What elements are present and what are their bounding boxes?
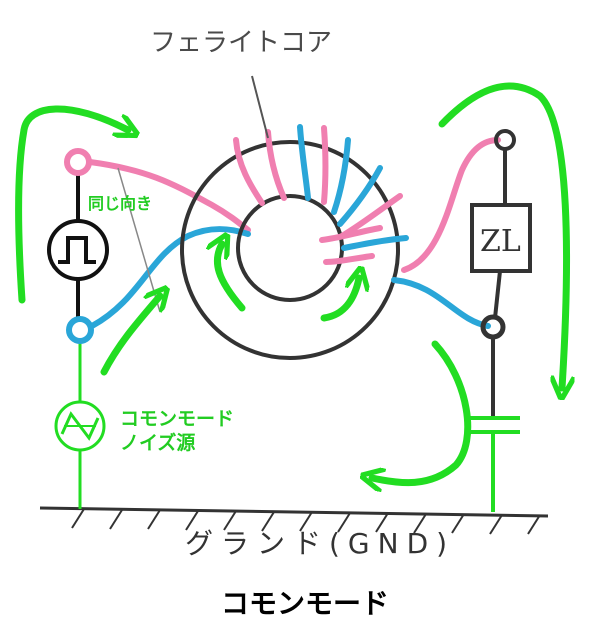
noise-source-label-line1: コモンモード <box>120 408 235 430</box>
ground-icon <box>39 506 549 535</box>
same-direction-guide <box>117 167 161 313</box>
noise-source-label-line2: ノイズ源 <box>120 432 196 454</box>
source-terminal-pink <box>64 148 92 176</box>
signal-wire-in <box>87 159 251 233</box>
common-mode-arrows <box>15 82 567 483</box>
same-direction-label: 同じ向き <box>88 194 153 213</box>
ferrite-core <box>180 140 400 360</box>
figure-caption: コモンモード <box>220 587 389 620</box>
ground-label: グランド(GND) <box>185 527 456 560</box>
signal-wire-out <box>401 137 501 273</box>
load-branch <box>470 129 532 418</box>
core-pointer <box>251 75 269 139</box>
load-label: ZL <box>480 224 521 259</box>
capacitor-icon <box>466 416 520 512</box>
source-terminal-blue <box>66 316 94 344</box>
ferrite-core-label: フェライトコア <box>150 28 333 58</box>
return-wire-out <box>391 277 491 329</box>
core-windings <box>233 124 409 265</box>
noise-source-icon <box>54 340 106 509</box>
return-wire-in <box>89 226 251 329</box>
pulse-source-icon <box>47 175 109 318</box>
